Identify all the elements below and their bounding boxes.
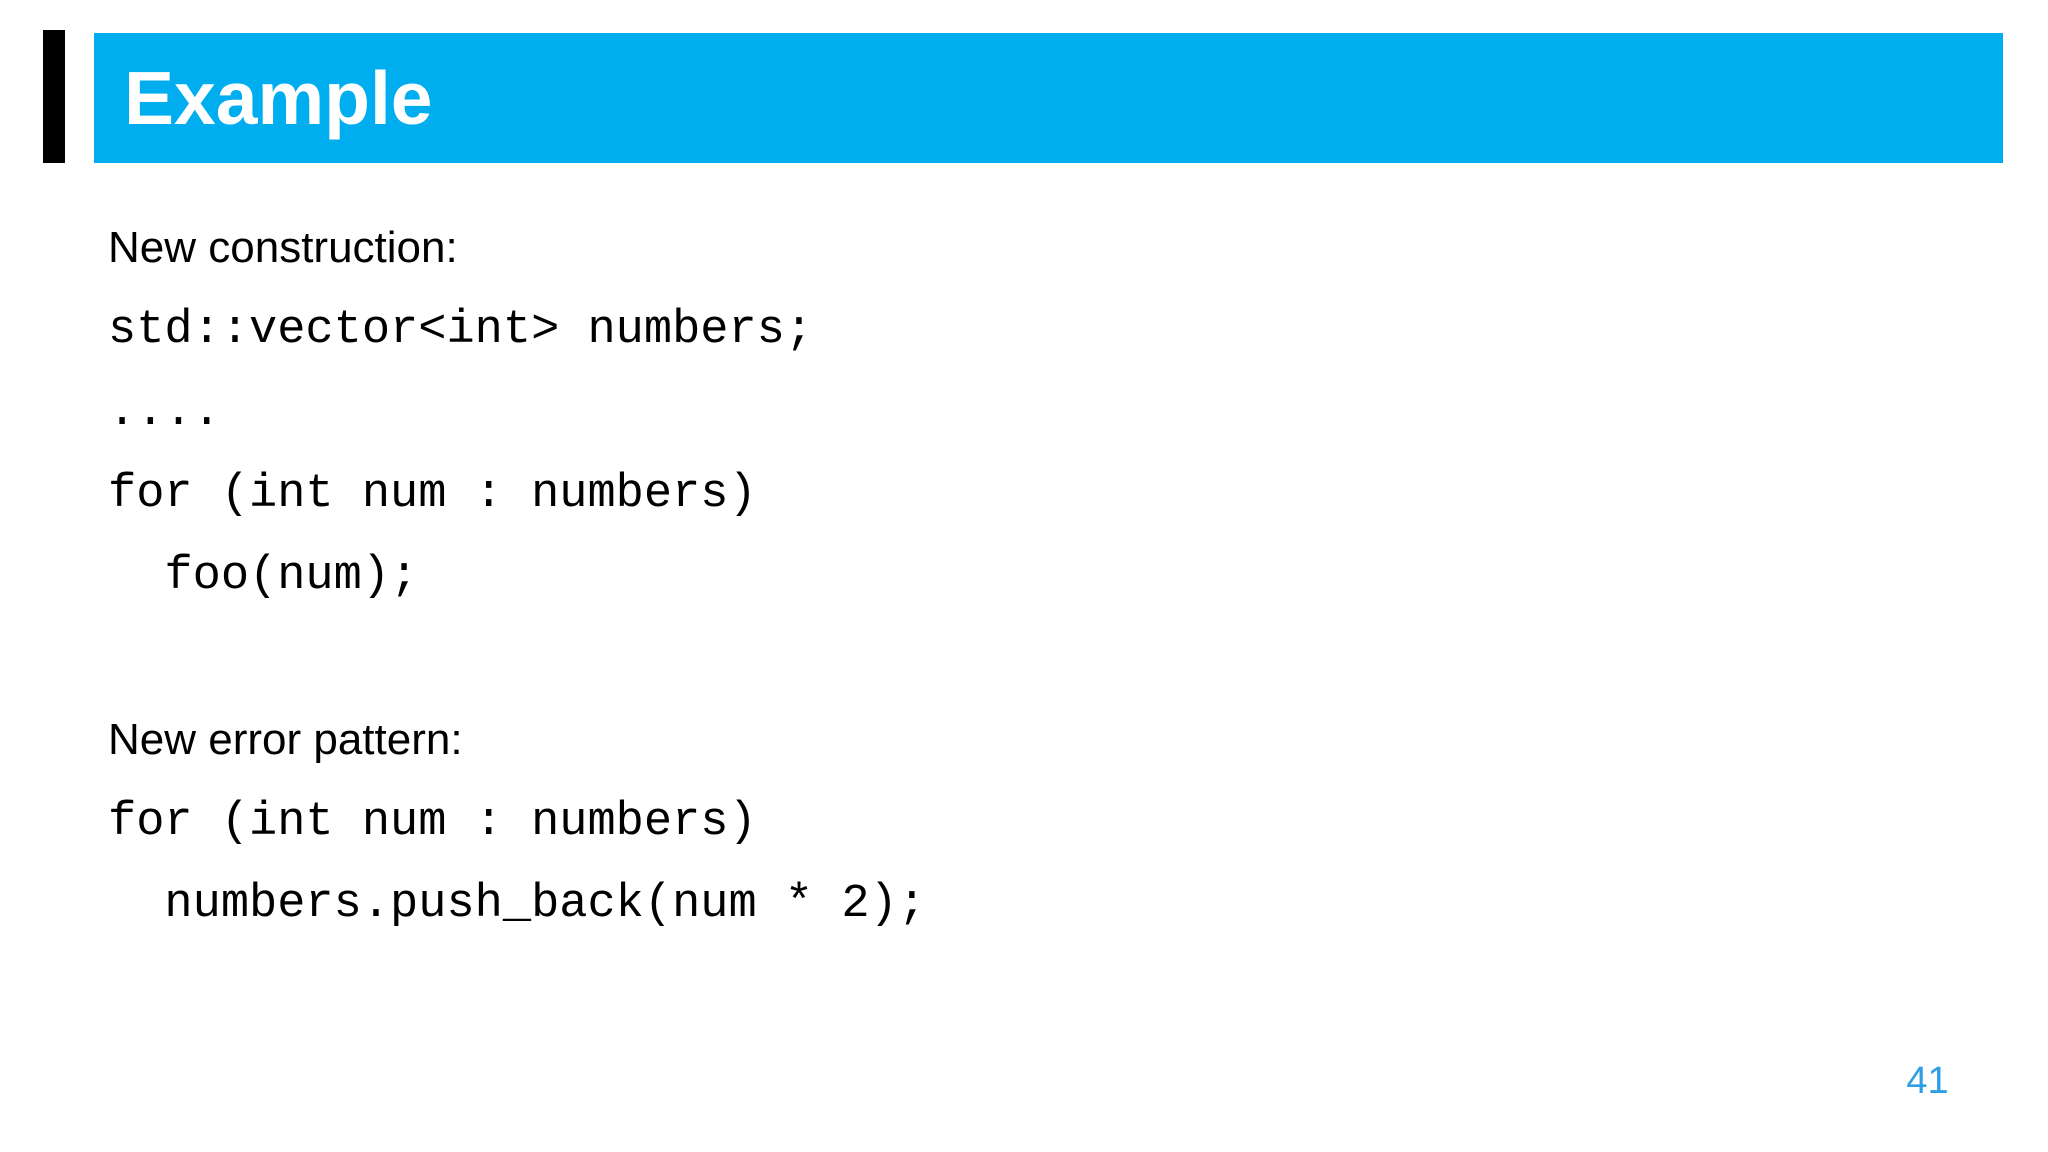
slide-body: New construction: std::vector<int> numbe… [108,207,926,945]
section-label-new-error-pattern: New error pattern: [108,715,463,764]
blank-line [108,617,926,699]
code-line-vector-declaration: std::vector<int> numbers; [108,303,814,357]
code-line-foo-call: foo(num); [108,549,419,603]
accent-bar [43,30,65,163]
slide-title: Example [124,55,433,140]
page-number: 41 [1906,1060,1949,1102]
title-header-bar: Example [94,33,2003,163]
section-label-new-construction: New construction: [108,223,458,272]
code-line-ellipsis: .... [108,385,221,439]
code-line-for-loop-2: for (int num : numbers) [108,795,757,849]
code-line-for-loop: for (int num : numbers) [108,467,757,521]
code-line-push-back: numbers.push_back(num * 2); [108,877,926,931]
